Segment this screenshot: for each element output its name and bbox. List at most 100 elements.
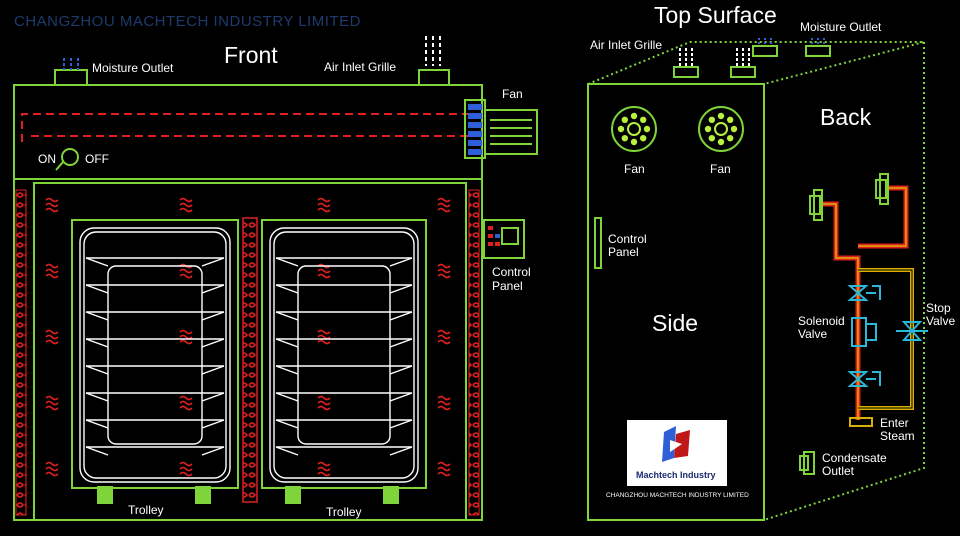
air-duct-path	[21, 113, 468, 142]
heat-wave-mark	[437, 273, 451, 279]
condensate-label-2: Outlet	[822, 464, 855, 478]
side-body	[587, 83, 765, 521]
heater-strips	[15, 189, 480, 516]
heat-wave-mark	[179, 466, 193, 472]
trolley-shelf-brace	[275, 257, 299, 267]
trolley-shelf-brace	[85, 338, 109, 348]
front-view	[13, 69, 538, 521]
trolley-racks	[79, 227, 419, 483]
trolley-shelf-brace	[85, 446, 109, 456]
side-fan-left-label: Fan	[624, 162, 645, 176]
trolley-shelf-brace	[389, 419, 413, 429]
heat-wave-mark	[317, 329, 331, 335]
stop-valve-label-1: Stop	[926, 301, 951, 315]
heat-wave-mark	[317, 461, 331, 467]
steam-piping	[822, 185, 914, 420]
front-control-panel-label-2: Panel	[492, 279, 523, 293]
heat-wave-mark	[317, 471, 331, 477]
front-air-inlet-dashes	[425, 36, 441, 66]
heat-wave-mark	[437, 197, 451, 203]
side-view	[587, 41, 925, 521]
trolley-shelf-brace	[201, 257, 225, 267]
fan-blade-dot	[639, 116, 647, 124]
front-control-panel-box	[483, 219, 525, 259]
fan-blade-dot	[717, 138, 725, 146]
fan-hub	[714, 122, 728, 136]
front-control-buttons	[488, 226, 500, 246]
side-control-panel-slot	[594, 217, 602, 269]
trolley-shelf-brace	[275, 338, 299, 348]
front-fan-label: Fan	[502, 87, 523, 101]
heat-wave-mark	[437, 400, 451, 406]
heat-wave-mark	[317, 197, 331, 203]
top-air-inlet-label: Air Inlet Grille	[590, 38, 663, 52]
fan-blade-dot	[630, 112, 638, 120]
trolley-shelf-brace	[201, 446, 225, 456]
stop-valve-label-2: Valve	[926, 314, 956, 328]
heat-wave-mark	[45, 466, 59, 472]
front-air-inlet-box	[418, 69, 450, 86]
trolley-shelf-brace	[85, 257, 109, 267]
heat-wave-mark	[45, 461, 59, 467]
trolley-shelf-brace	[275, 419, 299, 429]
front-moisture-outlet	[54, 69, 88, 86]
heat-wave-mark	[179, 405, 193, 411]
side-control-panel-label-1: Control	[608, 232, 647, 246]
heat-wave-mark	[317, 207, 331, 213]
heat-wave-mark	[45, 405, 59, 411]
top-moisture-outlet-label: Moisture Outlet	[800, 20, 882, 34]
watermark: CHANGZHOU MACHTECH INDUSTRY LIMITED	[14, 13, 361, 30]
heat-wave-mark	[437, 395, 451, 401]
side-company-name: CHANGZHOU MACHTECH INDUSTRY LIMITED	[606, 492, 749, 499]
trolley-inner-rail	[83, 231, 227, 479]
front-title: Front	[224, 42, 278, 68]
switch-off-label: OFF	[85, 152, 109, 166]
side-fan-right-label: Fan	[710, 162, 731, 176]
side-control-panel-label-2: Panel	[608, 245, 639, 259]
heat-wave-mark	[437, 339, 451, 345]
heat-wave-mark	[437, 202, 451, 208]
trolley-right-label: Trolley	[326, 505, 362, 519]
enter-steam-label-2: Steam	[880, 429, 915, 443]
front-inner-left	[33, 182, 467, 521]
heat-wave-mark	[179, 207, 193, 213]
heat-wave-mark	[45, 395, 59, 401]
heat-wave-mark	[179, 197, 193, 203]
top-surface-outline	[587, 41, 925, 85]
heat-wave-mark	[317, 268, 331, 274]
trolley-shelf-brace	[85, 392, 109, 402]
heat-wave-mark	[179, 395, 193, 401]
fan-blade-dot	[643, 125, 651, 133]
heat-wave-mark	[179, 329, 193, 335]
heat-wave-mark	[179, 268, 193, 274]
heat-wave-mark	[45, 268, 59, 274]
heat-wave-mark	[317, 334, 331, 340]
fan-blade-dot	[726, 116, 734, 124]
heat-wave-mark	[45, 339, 59, 345]
heat-waves	[45, 197, 451, 477]
pipe-connectors	[809, 173, 889, 427]
fan-blade-dot	[726, 134, 734, 142]
trolley-left-frame	[71, 219, 239, 489]
heat-wave-mark	[437, 466, 451, 472]
heat-wave-mark	[45, 207, 59, 213]
trolley-shelf-brace	[85, 284, 109, 294]
heat-wave-mark	[317, 400, 331, 406]
front-fan-motor	[484, 109, 538, 155]
front-moisture-outlet-label: Moisture Outlet	[92, 61, 174, 75]
heat-wave-mark	[179, 339, 193, 345]
heat-wave-mark	[45, 202, 59, 208]
fan-blade-dot	[704, 125, 712, 133]
heat-wave-mark	[45, 329, 59, 335]
heat-wave-mark	[317, 395, 331, 401]
trolley-outer-rail	[79, 227, 231, 483]
valves	[847, 285, 928, 387]
trolley-outer-rail	[269, 227, 419, 483]
top-surface-dashes	[679, 48, 750, 66]
trolley-shelf-brace	[201, 311, 225, 321]
trolley-core	[297, 265, 391, 445]
trolley-shelf-brace	[201, 419, 225, 429]
trolley-shelf-brace	[201, 392, 225, 402]
solenoid-label-1: Solenoid	[798, 314, 845, 328]
trolley-left-label: Trolley	[128, 503, 164, 517]
